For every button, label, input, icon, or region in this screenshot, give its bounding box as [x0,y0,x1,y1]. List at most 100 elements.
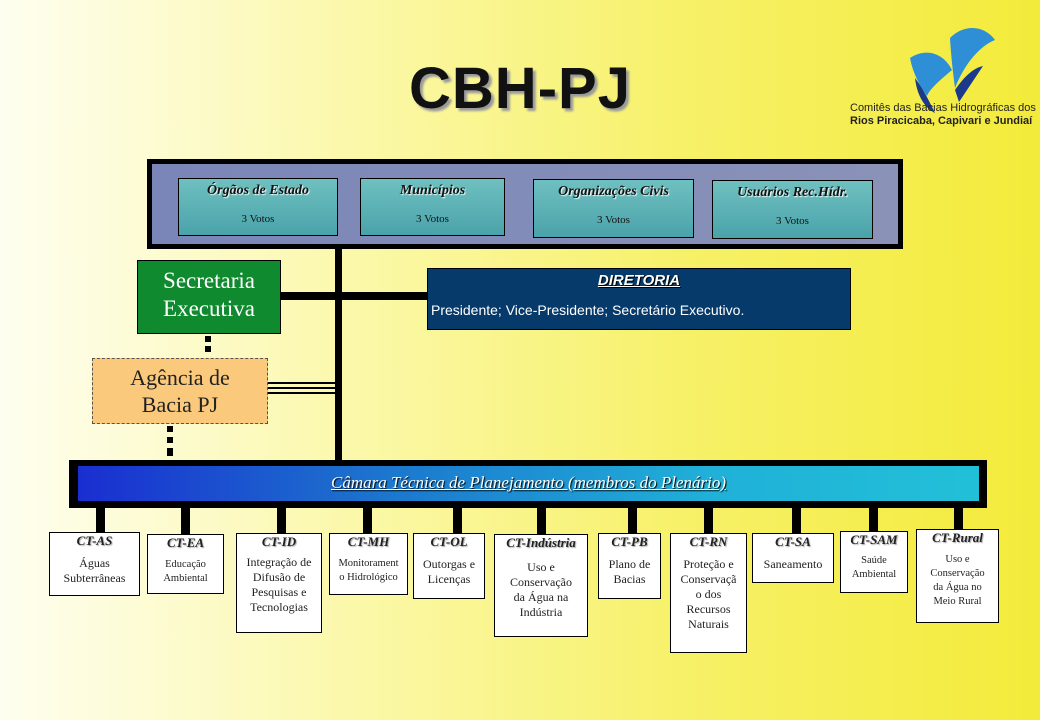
ct-code: CT-RN [689,534,728,549]
ct-desc-line: Integração de [246,555,312,569]
ct-desc-line: Monitorament [338,558,399,569]
ct-stub [181,507,190,534]
diretoria-text: Presidente; Vice-Presidente; Secretário … [431,302,745,318]
ct-desc-line: Recursos [686,602,731,616]
ct-stub [628,507,637,534]
ct-code: CT-AS [76,533,113,548]
member-name: Órgãos de Estado [207,183,309,198]
ct-code: CT-Indústria [506,535,576,550]
ct-box-mh: CT-MH Monitorament o Hidrológico [329,533,408,595]
ct-code: CT-SAM [850,532,898,547]
member-name: Usuários Rec.Hídr. [737,185,848,200]
secretaria-executiva-box: Secretaria Executiva [137,260,281,334]
ct-code: CT-SA [775,534,811,549]
ct-code: CT-OL [430,534,468,549]
ct-box-sa: CT-SA Saneamento [752,533,834,583]
ct-desc-line: Subterrâneas [63,571,126,585]
cbh-logo-icon [910,28,995,113]
ct-desc-line: Difusão de [252,570,306,584]
ct-desc-line: da Água no [933,582,982,593]
member-votes: 3 Votos [416,213,449,225]
ct-desc-line: Bacias [613,572,646,586]
ct-desc-line: Indústria [519,605,563,619]
agencia-link-line [268,392,336,394]
dashed-link [167,426,173,432]
logo-line2: Rios Piracicaba, Capivari e Jundiaí [850,115,1033,127]
ct-desc-line: da Água na [513,590,569,604]
ct-desc-line: Saneamento [763,557,823,571]
agencia-line2: Bacia PJ [141,392,219,417]
member-usuarios: Usuários Rec.Hídr. 3 Votos [712,180,873,239]
agencia-link-line [268,382,336,384]
ct-desc-line: Educação [165,559,206,570]
ct-code: CT-EA [166,535,205,550]
ct-desc-line: o dos [695,587,722,601]
ct-desc-line: Pesquisas e [251,585,307,599]
ct-desc-line: Meio Rural [933,596,982,607]
agencia-link-line [268,387,336,389]
agencia-line1: Agência de [130,365,230,390]
ct-stub [453,507,462,534]
dashed-link [205,336,211,342]
logo-line1: Comitês das Bacias Hidrográficas dos [850,102,1036,114]
ct-code: CT-ID [261,534,297,549]
page-title: CBH-PJ [409,56,631,121]
ct-desc-line: Tecnologias [250,600,308,614]
ct-desc-line: Águas [79,556,110,570]
ct-stub [704,507,713,534]
dashed-link [167,437,173,443]
ct-desc-line: Plano de [608,557,651,571]
member-votes: 3 Votos [597,214,630,226]
member-votes: 3 Votos [241,213,275,225]
ct-desc-line: Conservaçã [680,572,737,586]
agencia-de-bacia-box: Agência de Bacia PJ [92,358,268,424]
member-votes: 3 Votos [776,215,809,227]
member-organizacoes-civis: Organizações Civis 3 Votos [533,179,694,238]
ct-code: CT-Rural [932,530,983,545]
ct-stub [869,507,878,534]
ct-code: CT-MH [347,534,390,549]
diretoria-box: DIRETORIA Presidente; Vice-Presidente; S… [427,268,851,330]
ct-desc-line: Ambiental [163,573,208,584]
ct-box-rural: CT-Rural Uso e Conservação da Água no Meio … [916,529,999,623]
ct-desc-line: Saúde [861,555,887,566]
ct-desc-line: Outorgas e [422,557,476,571]
ct-stub [537,507,546,534]
ct-stub [954,507,963,534]
member-orgaos-de-estado: Órgãos de Estado 3 Votos [178,178,338,236]
dashed-link [167,448,173,456]
dashed-link [205,346,211,352]
secretaria-line2: Executiva [163,296,255,321]
camara-tecnica-bar [78,466,979,501]
ct-desc-line: Uso e [527,560,555,574]
logo-text: Comitês das Bacias Hidrográficas dos Rio… [850,102,1040,128]
connector-line [280,292,428,300]
ct-desc-line: o Hidrológico [339,572,398,583]
member-name: Municípios [399,183,466,198]
camara-tecnica-label: Câmara Técnica de Planejamento (membros … [330,473,727,492]
ct-stub [277,507,286,534]
ct-stub [96,507,105,534]
diretoria-title: DIRETORIA [597,272,681,289]
member-name: Organizações Civis [558,184,669,199]
ct-desc-line: Ambiental [851,569,897,580]
ct-code: CT-PB [611,534,648,549]
trunk-line [335,248,342,462]
ct-stub [792,507,801,534]
ct-desc-line: Conservação [510,575,572,589]
ct-desc-line: Naturais [688,617,729,631]
ct-desc-line: Licenças [427,572,471,586]
ct-desc-line: Uso e [945,554,970,565]
ct-desc-line: Conservação [930,568,985,579]
secretaria-line1: Secretaria [163,268,255,293]
ct-desc-line: Proteção e [683,557,734,571]
ct-stub [363,507,372,534]
